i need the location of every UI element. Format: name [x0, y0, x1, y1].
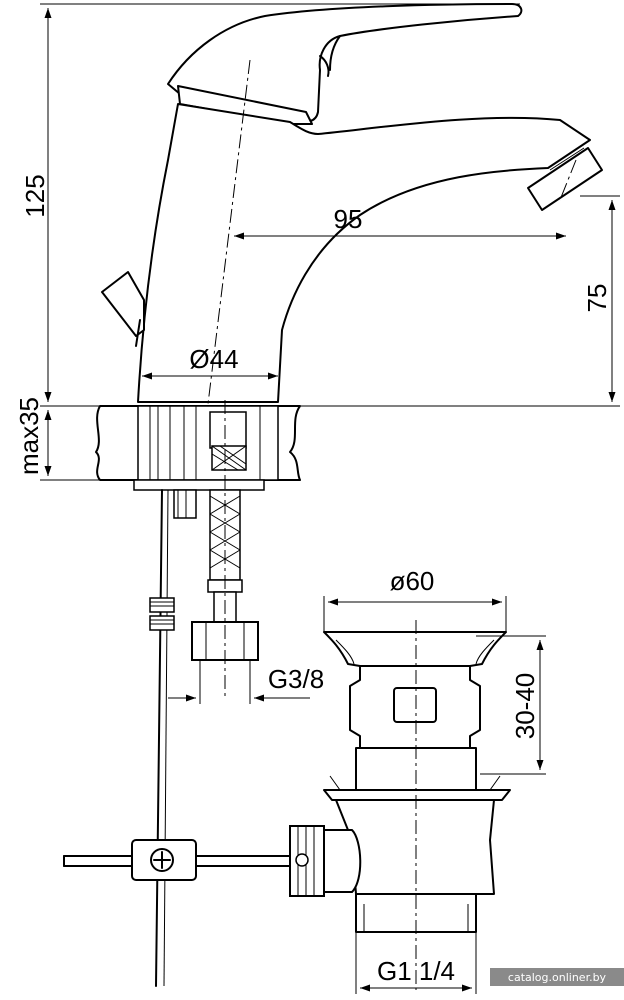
- popup-knob: [101, 271, 145, 337]
- dim-label-125: 125: [20, 174, 50, 217]
- drain-assembly: [289, 620, 511, 990]
- watermark: catalog.onliner.by: [508, 971, 607, 984]
- dim-label-95: 95: [334, 204, 363, 234]
- drain-flange: [323, 631, 507, 667]
- faucet-body: [101, 3, 603, 405]
- dim-label-75: 75: [582, 284, 612, 313]
- supply-hose: [191, 400, 259, 700]
- dim-label-base-diameter: Ø44: [189, 344, 238, 374]
- lever-handle: [167, 3, 523, 123]
- dim-label-drain-height: 30-40: [510, 673, 540, 740]
- pull-rod-linkage: [63, 839, 291, 881]
- spout-body: [137, 103, 591, 403]
- dim-label-drain-diameter: ø60: [390, 566, 435, 596]
- dim-label-connection-thread: G3/8: [268, 664, 324, 694]
- dimension-lines: [40, 3, 620, 994]
- aerator: [527, 147, 603, 211]
- dim-label-max-thickness: max35: [14, 397, 44, 475]
- pull-rod: [149, 489, 197, 987]
- countertop-section: [95, 405, 301, 491]
- dim-label-drain-thread: G1 1/4: [377, 956, 455, 986]
